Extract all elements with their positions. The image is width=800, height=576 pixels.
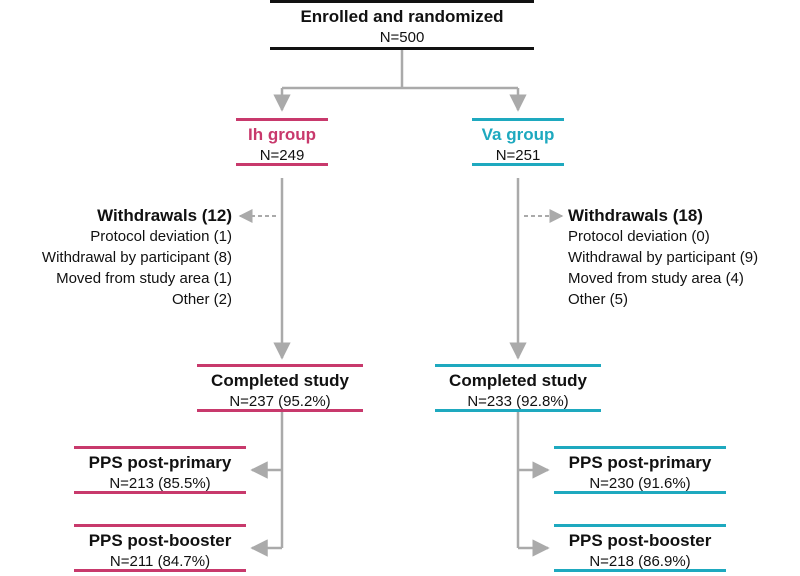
va-pps-primary-count: N=230 (91.6%) bbox=[589, 475, 691, 492]
ih-pps-booster-bottom-bar bbox=[74, 569, 246, 572]
va-withdrawals-title: Withdrawals (18) bbox=[568, 206, 703, 225]
va-completed-box: Completed study N=233 (92.8%) bbox=[435, 364, 601, 412]
ih-completed-title: Completed study bbox=[211, 371, 349, 390]
ih-pps-primary-title: PPS post-primary bbox=[88, 453, 232, 472]
va-pps-booster-bottom-bar bbox=[554, 569, 726, 572]
ih-pps-primary-box: PPS post-primary N=213 (85.5%) bbox=[74, 446, 246, 494]
ih-group-top-bar bbox=[236, 118, 328, 121]
va-withdrawals-list: Withdrawals (18) Protocol deviation (0) … bbox=[568, 205, 798, 310]
ih-pps-primary-top-bar bbox=[74, 446, 246, 449]
ih-withdrawal-item: Moved from study area (1) bbox=[56, 270, 232, 287]
va-pps-primary-bottom-bar bbox=[554, 491, 726, 494]
va-withdrawal-item: Withdrawal by participant (9) bbox=[568, 249, 759, 266]
va-completed-bottom-bar bbox=[435, 409, 601, 412]
ih-completed-top-bar bbox=[197, 364, 363, 367]
va-pps-booster-count: N=218 (86.9%) bbox=[589, 553, 691, 570]
ih-pps-booster-count: N=211 (84.7%) bbox=[109, 553, 211, 570]
ih-pps-primary-count: N=213 (85.5%) bbox=[109, 475, 211, 492]
enrolled-count: N=500 bbox=[379, 29, 425, 46]
va-group-count: N=251 bbox=[495, 147, 541, 164]
ih-group-title: Ih group bbox=[248, 125, 316, 144]
va-withdrawal-item: Protocol deviation (0) bbox=[568, 228, 710, 245]
va-group-top-bar bbox=[472, 118, 564, 121]
ih-group-count: N=249 bbox=[259, 147, 305, 164]
ih-completed-box: Completed study N=237 (95.2%) bbox=[197, 364, 363, 412]
ih-withdrawal-item: Protocol deviation (1) bbox=[90, 228, 232, 245]
va-pps-primary-top-bar bbox=[554, 446, 726, 449]
ih-completed-bottom-bar bbox=[197, 409, 363, 412]
ih-withdrawal-item: Other (2) bbox=[171, 291, 232, 308]
va-withdrawal-item: Other (5) bbox=[568, 291, 629, 308]
ih-pps-booster-box: PPS post-booster N=211 (84.7%) bbox=[74, 524, 246, 572]
enrolled-box: Enrolled and randomized N=500 bbox=[270, 0, 534, 50]
va-group-bottom-bar bbox=[472, 163, 564, 166]
va-group-title: Va group bbox=[481, 125, 555, 144]
enrolled-title: Enrolled and randomized bbox=[300, 7, 504, 26]
ih-pps-primary-bottom-bar bbox=[74, 491, 246, 494]
ih-group-bottom-bar bbox=[236, 163, 328, 166]
va-completed-top-bar bbox=[435, 364, 601, 367]
ih-completed-count: N=237 (95.2%) bbox=[229, 393, 331, 410]
va-group-box: Va group N=251 bbox=[472, 118, 564, 166]
ih-withdrawal-item: Withdrawal by participant (8) bbox=[41, 249, 232, 266]
va-pps-booster-box: PPS post-booster N=218 (86.9%) bbox=[554, 524, 726, 572]
enrolled-bottom-bar bbox=[270, 47, 534, 50]
va-pps-primary-title: PPS post-primary bbox=[568, 453, 712, 472]
va-completed-count: N=233 (92.8%) bbox=[467, 393, 569, 410]
ih-withdrawals-list: Withdrawals (12) Protocol deviation (1) … bbox=[0, 205, 232, 310]
va-pps-booster-top-bar bbox=[554, 524, 726, 527]
va-pps-primary-box: PPS post-primary N=230 (91.6%) bbox=[554, 446, 726, 494]
ih-withdrawals-title: Withdrawals (12) bbox=[97, 206, 232, 225]
ih-group-box: Ih group N=249 bbox=[236, 118, 328, 166]
ih-pps-booster-top-bar bbox=[74, 524, 246, 527]
ih-pps-booster-title: PPS post-booster bbox=[88, 531, 232, 550]
enrolled-top-bar bbox=[270, 0, 534, 3]
va-completed-title: Completed study bbox=[449, 371, 587, 390]
va-pps-booster-title: PPS post-booster bbox=[568, 531, 712, 550]
va-withdrawal-item: Moved from study area (4) bbox=[568, 270, 744, 287]
